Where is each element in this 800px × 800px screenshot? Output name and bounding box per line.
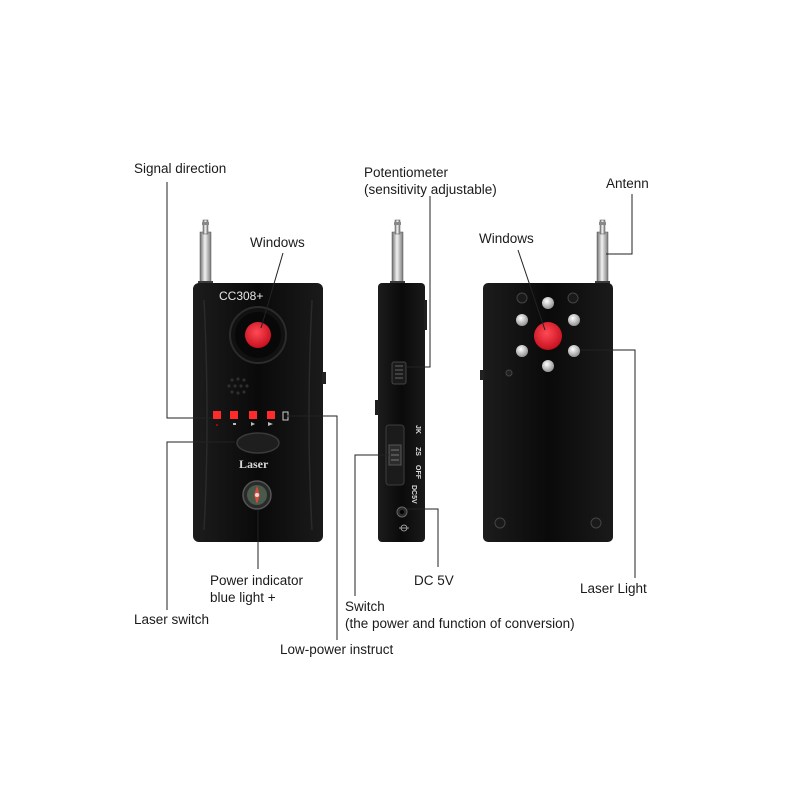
laser-button[interactable]	[236, 432, 280, 454]
label-switch-2: (the power and function of conversion)	[345, 616, 575, 631]
switch-text-jk: JK	[414, 425, 421, 434]
switch-text-off: OFF	[414, 465, 421, 480]
label-switch-1: Switch	[345, 599, 385, 614]
label-laser-light: Laser Light	[580, 581, 647, 596]
label-potentiometer-1: Potentiometer	[364, 165, 449, 180]
side-antenna	[390, 219, 405, 285]
label-dc5v: DC 5V	[414, 573, 454, 588]
label-power-indicator-1: Power indicator	[210, 573, 304, 588]
front-antenna	[198, 219, 213, 285]
leader-lines	[166, 182, 636, 640]
laser-led-ring	[516, 297, 580, 372]
label-signal-direction: Signal direction	[134, 161, 227, 176]
back-lens	[534, 322, 562, 350]
dc-symbol-icon	[399, 524, 409, 532]
back-body	[483, 283, 613, 542]
port-text: DC5V	[410, 485, 417, 504]
dc-port[interactable]	[396, 506, 408, 518]
potentiometer-knob[interactable]	[391, 361, 407, 385]
front-lens	[229, 306, 287, 364]
back-antenna	[595, 219, 610, 285]
label-windows-back: Windows	[479, 231, 534, 246]
signal-leds	[213, 411, 289, 426]
label-laser-switch: Laser switch	[134, 612, 210, 627]
label-antenn: Antenn	[606, 176, 649, 191]
screws	[494, 292, 602, 529]
speaker-grille	[227, 377, 249, 395]
model-label: CC308+	[219, 289, 263, 303]
label-potentiometer-2: (sensitivity adjustable)	[364, 182, 497, 197]
switch-text-zs: ZS	[414, 447, 421, 456]
label-power-indicator-2: blue light +	[210, 590, 276, 605]
label-windows-front: Windows	[250, 235, 305, 250]
compass-icon	[242, 480, 272, 510]
side-view: JK ZS OFF DC5V	[375, 219, 427, 542]
back-view	[480, 219, 613, 542]
front-view: CC308+ Laser	[193, 219, 326, 542]
label-low-power: Low-power instruct	[280, 642, 394, 657]
front-body	[193, 283, 323, 542]
laser-button-text: Laser	[239, 457, 269, 471]
